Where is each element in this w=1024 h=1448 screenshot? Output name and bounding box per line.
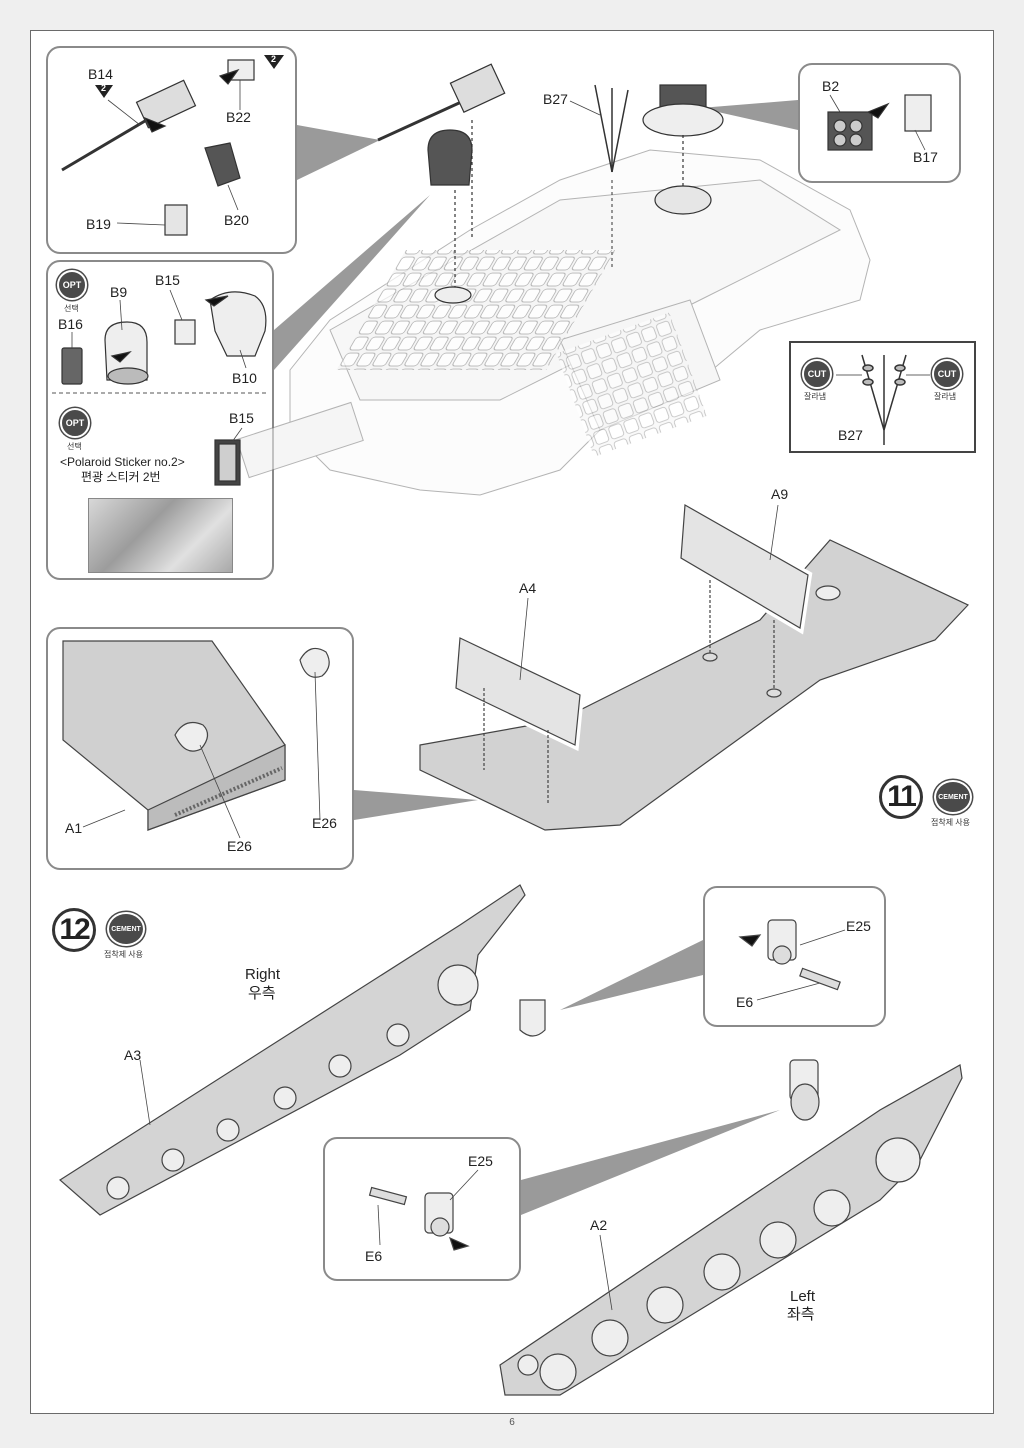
inset-smoke-launcher <box>798 63 961 183</box>
cement-label-ko: 접착제 사용 <box>104 950 144 959</box>
optional-label-ko: 선택 <box>64 304 79 313</box>
polaroid-sticker-sheet <box>88 498 233 573</box>
part-label-e25-right: E25 <box>846 918 871 934</box>
qty-mark-b14: 2 <box>101 83 107 93</box>
leader-wedge <box>297 125 380 180</box>
part-label-b15-sticker: B15 <box>229 410 254 426</box>
cement-badge: CEMENT <box>934 780 972 814</box>
part-label-e25-left: E25 <box>468 1153 493 1169</box>
cement-label-ko: 접착제 사용 <box>931 818 971 827</box>
part-label-b20: B20 <box>224 212 249 228</box>
cut-label-ko: 잘라냄 <box>934 392 957 401</box>
side-label-right-ko: 우측 <box>248 985 276 1002</box>
inset-hull-drawing <box>62 640 330 831</box>
cement-badge: CEMENT <box>107 912 145 946</box>
part-label-a3: A3 <box>124 1047 142 1063</box>
part-label-b19: B19 <box>86 216 111 232</box>
optional-label-ko: 선택 <box>67 442 82 451</box>
part-label-a1: A1 <box>65 820 83 836</box>
part-label-e6-right: E6 <box>736 994 754 1010</box>
leader-wedge <box>700 100 798 130</box>
part-label-b15: B15 <box>155 272 180 288</box>
side-label-left-ko: 좌측 <box>787 1306 815 1323</box>
turret-smoke-launcher <box>642 84 724 215</box>
side-label-right: Right <box>245 966 281 983</box>
part-label-b17: B17 <box>913 149 938 165</box>
cut-badge: CUT <box>932 359 962 389</box>
sticker-label-ko: 편광 스티커 2번 <box>81 470 161 484</box>
part-label-b14: B14 <box>88 66 113 82</box>
qty-mark-b22: 2 <box>271 54 277 64</box>
inset-e25-left <box>323 1137 521 1281</box>
cut-badge: CUT <box>802 359 832 389</box>
hull-floor-drawing <box>419 498 970 831</box>
inset-antenna-drawing <box>836 354 930 445</box>
turret-machine-gun <box>377 63 506 304</box>
side-label-left: Left <box>790 1288 816 1305</box>
leader-wedge <box>521 1110 780 1215</box>
part-label-a4: A4 <box>519 580 537 596</box>
optional-badge: OPT <box>60 408 90 438</box>
leader-wedge <box>354 790 478 820</box>
inset-e25-left-drawing <box>368 1186 470 1251</box>
inset-mg-drawing <box>61 59 255 236</box>
qty-triangle <box>264 55 284 69</box>
part-label-b22: B22 <box>226 109 251 125</box>
inset-smoke-drawing <box>827 94 932 151</box>
part-label-a9: A9 <box>771 486 789 502</box>
leader-wedge <box>560 940 703 1010</box>
leader-wedge <box>274 195 430 370</box>
optional-badge: OPT <box>57 270 87 300</box>
inset-sight-drawing <box>61 291 267 486</box>
part-label-a2: A2 <box>590 1217 608 1233</box>
turret-antenna <box>594 84 629 270</box>
step-12-number: 12 <box>52 908 96 952</box>
part-label-b27-cut: B27 <box>838 427 863 443</box>
side-plate-right <box>59 884 546 1216</box>
part-label-b10: B10 <box>232 370 257 386</box>
label-leaders <box>71 80 926 1311</box>
part-label-e26-left: E26 <box>227 838 252 854</box>
part-label-e26-right: E26 <box>312 815 337 831</box>
inset-e25-right-drawing <box>738 919 841 991</box>
page-number: 6 <box>509 1417 515 1428</box>
part-label-e6-left: E6 <box>365 1248 383 1264</box>
part-label-b2: B2 <box>822 78 840 94</box>
part-label-b9: B9 <box>110 284 128 300</box>
cut-label-ko: 잘라냄 <box>804 392 827 401</box>
turret-side-armor <box>556 312 707 457</box>
step-11-number: 11 <box>879 775 923 819</box>
side-plate-left <box>499 1059 963 1396</box>
part-label-b16: B16 <box>58 316 83 332</box>
qty-triangle <box>95 85 113 98</box>
turret-grid-armor <box>336 250 616 370</box>
sticker-label: <Polaroid Sticker no.2> <box>60 455 185 469</box>
part-label-b27: B27 <box>543 91 568 107</box>
